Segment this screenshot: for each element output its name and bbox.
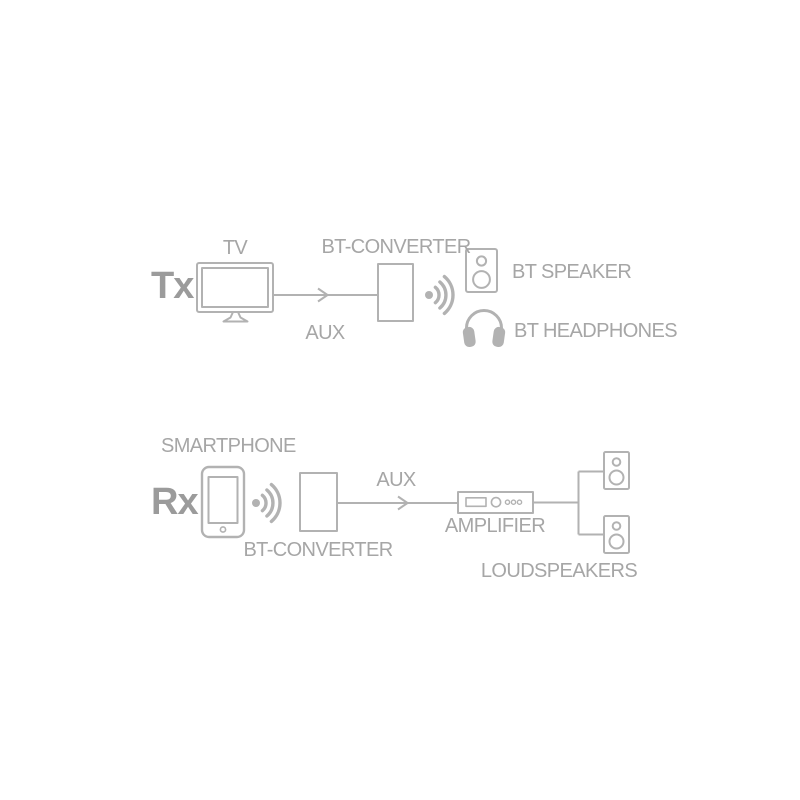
bt-converter-label-tx: BT-CONVERTER (321, 236, 471, 258)
aux-arrow-tx (273, 287, 377, 303)
aux-arrow-rx (337, 495, 457, 511)
amplifier-icon (457, 491, 534, 514)
wireless-signal-icon-rx (250, 482, 282, 524)
speaker-branch-wire (533, 470, 604, 536)
amplifier-label: AMPLIFIER (444, 515, 546, 537)
loudspeaker-icon-top (603, 451, 630, 490)
bt-speaker-icon (465, 248, 498, 293)
rx-mode-label: Rx (151, 481, 199, 523)
tx-mode-label: Tx (151, 265, 194, 307)
tv-icon (196, 262, 274, 323)
tv-label: TV (222, 237, 248, 259)
loudspeakers-label: LOUDSPEAKERS (480, 560, 638, 582)
bt-converter-box-tx (377, 263, 414, 322)
aux-label-tx: AUX (305, 322, 345, 344)
bt-headphones-icon (462, 309, 506, 348)
loudspeaker-icon-bottom (603, 515, 630, 554)
bt-headphones-label: BT HEADPHONES (514, 320, 678, 342)
bt-converter-box-rx (299, 472, 338, 532)
bt-converter-label-rx: BT-CONVERTER (243, 539, 393, 561)
wireless-signal-icon-tx (423, 274, 455, 316)
aux-label-rx: AUX (376, 469, 416, 491)
bt-speaker-label: BT SPEAKER (512, 261, 632, 283)
smartphone-icon (200, 465, 246, 539)
smartphone-label: SMARTPHONE (161, 435, 296, 457)
